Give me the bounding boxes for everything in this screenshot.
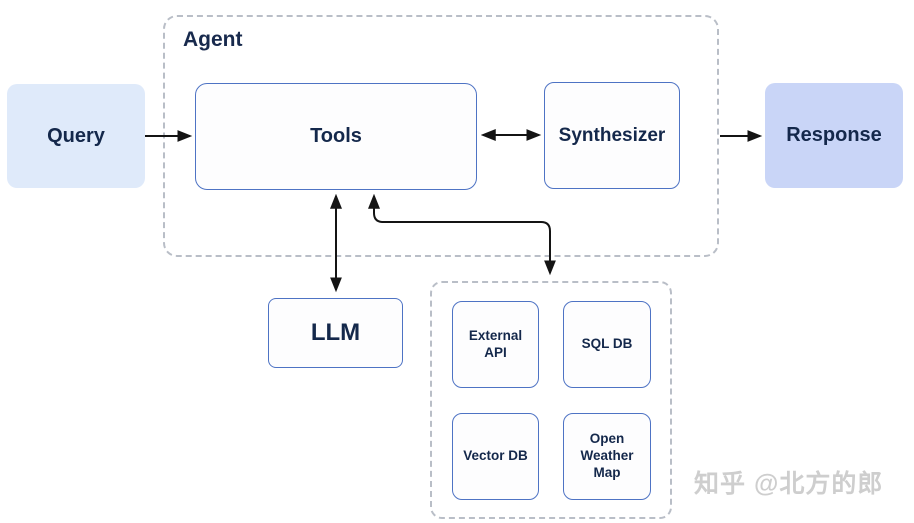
node-response: Response bbox=[765, 83, 903, 188]
node-tools: Tools bbox=[195, 83, 477, 190]
node-open-weather-map: Open Weather Map bbox=[563, 413, 651, 500]
node-vector-db: Vector DB bbox=[452, 413, 539, 500]
tool-sources-group bbox=[430, 281, 672, 519]
node-sql-db: SQL DB bbox=[563, 301, 651, 388]
node-query: Query bbox=[7, 84, 145, 188]
watermark: 知乎 @北方的郎 bbox=[694, 470, 884, 498]
node-llm: LLM bbox=[268, 298, 403, 368]
node-synthesizer: Synthesizer bbox=[544, 82, 680, 189]
agent-group-label: Agent bbox=[183, 28, 243, 51]
node-external-api: External API bbox=[452, 301, 539, 388]
